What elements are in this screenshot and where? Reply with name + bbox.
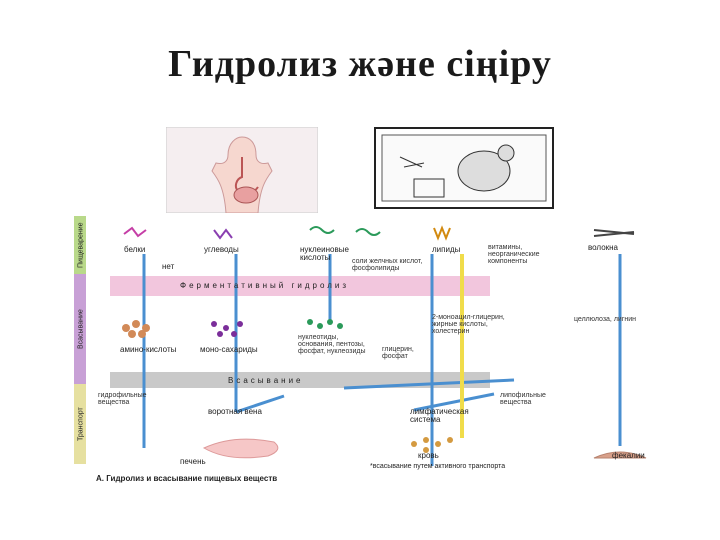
nutrient-label: волокна <box>588 243 619 252</box>
top-note: нет <box>162 262 175 271</box>
side-label-absorption: Всасывание <box>77 309 85 349</box>
slide-title: Гидролиз және сіңіру <box>168 43 552 85</box>
transport-label: лимфатическая система <box>410 407 469 424</box>
product-label: целлюлоза, лигнин <box>574 316 637 323</box>
framed-sketch-illustration <box>374 127 554 209</box>
digestive-system-illustration <box>166 127 318 213</box>
transport-label: воротная вена <box>208 407 262 416</box>
side-label-transport: Транспорт <box>77 407 85 441</box>
product-label: 2-моноацил-глицерин, жирные кислоты, хол… <box>432 314 505 335</box>
destination-label: фекалии <box>612 451 645 460</box>
nutrient-label: витамины, неорганические компоненты <box>488 244 540 265</box>
side-label-digestion: Пищеварение <box>77 222 85 268</box>
hydrolysis-band-label: Ферментативный гидролиз <box>180 281 350 290</box>
destination-label: кровь <box>418 451 439 460</box>
absorption-band-label: Всасывание <box>228 376 304 385</box>
transport-label: гидрофильные вещества <box>98 392 147 406</box>
nutrient-label: белки <box>124 245 146 254</box>
nutrient-label: нуклеиновые кислоты <box>300 245 349 262</box>
nutrient-label: углеводы <box>204 245 239 254</box>
nutrient-label: липиды <box>432 245 461 254</box>
absorption-band <box>110 372 490 388</box>
product-label: глицерин, фосфат <box>382 346 414 360</box>
hydrolysis-band <box>110 276 490 296</box>
transport-label: липофильные вещества <box>500 392 546 406</box>
bile-note: соли желчных кислот, фосфолипиды <box>352 258 423 272</box>
product-label: нуклеотиды, основания, пентозы, фосфат, … <box>298 334 366 355</box>
liver-shape <box>202 438 279 459</box>
figure-caption: А. Гидролиз и всасывание пищевых веществ <box>96 474 278 483</box>
hydrolysis-diagram <box>74 216 647 466</box>
feces-shape <box>593 451 647 459</box>
product-label: моно-сахариды <box>200 345 258 354</box>
product-label: амино-кислоты <box>120 345 177 354</box>
footnote: *всасывание путем активного транспорта <box>370 463 506 470</box>
destination-label: печень <box>180 457 206 466</box>
